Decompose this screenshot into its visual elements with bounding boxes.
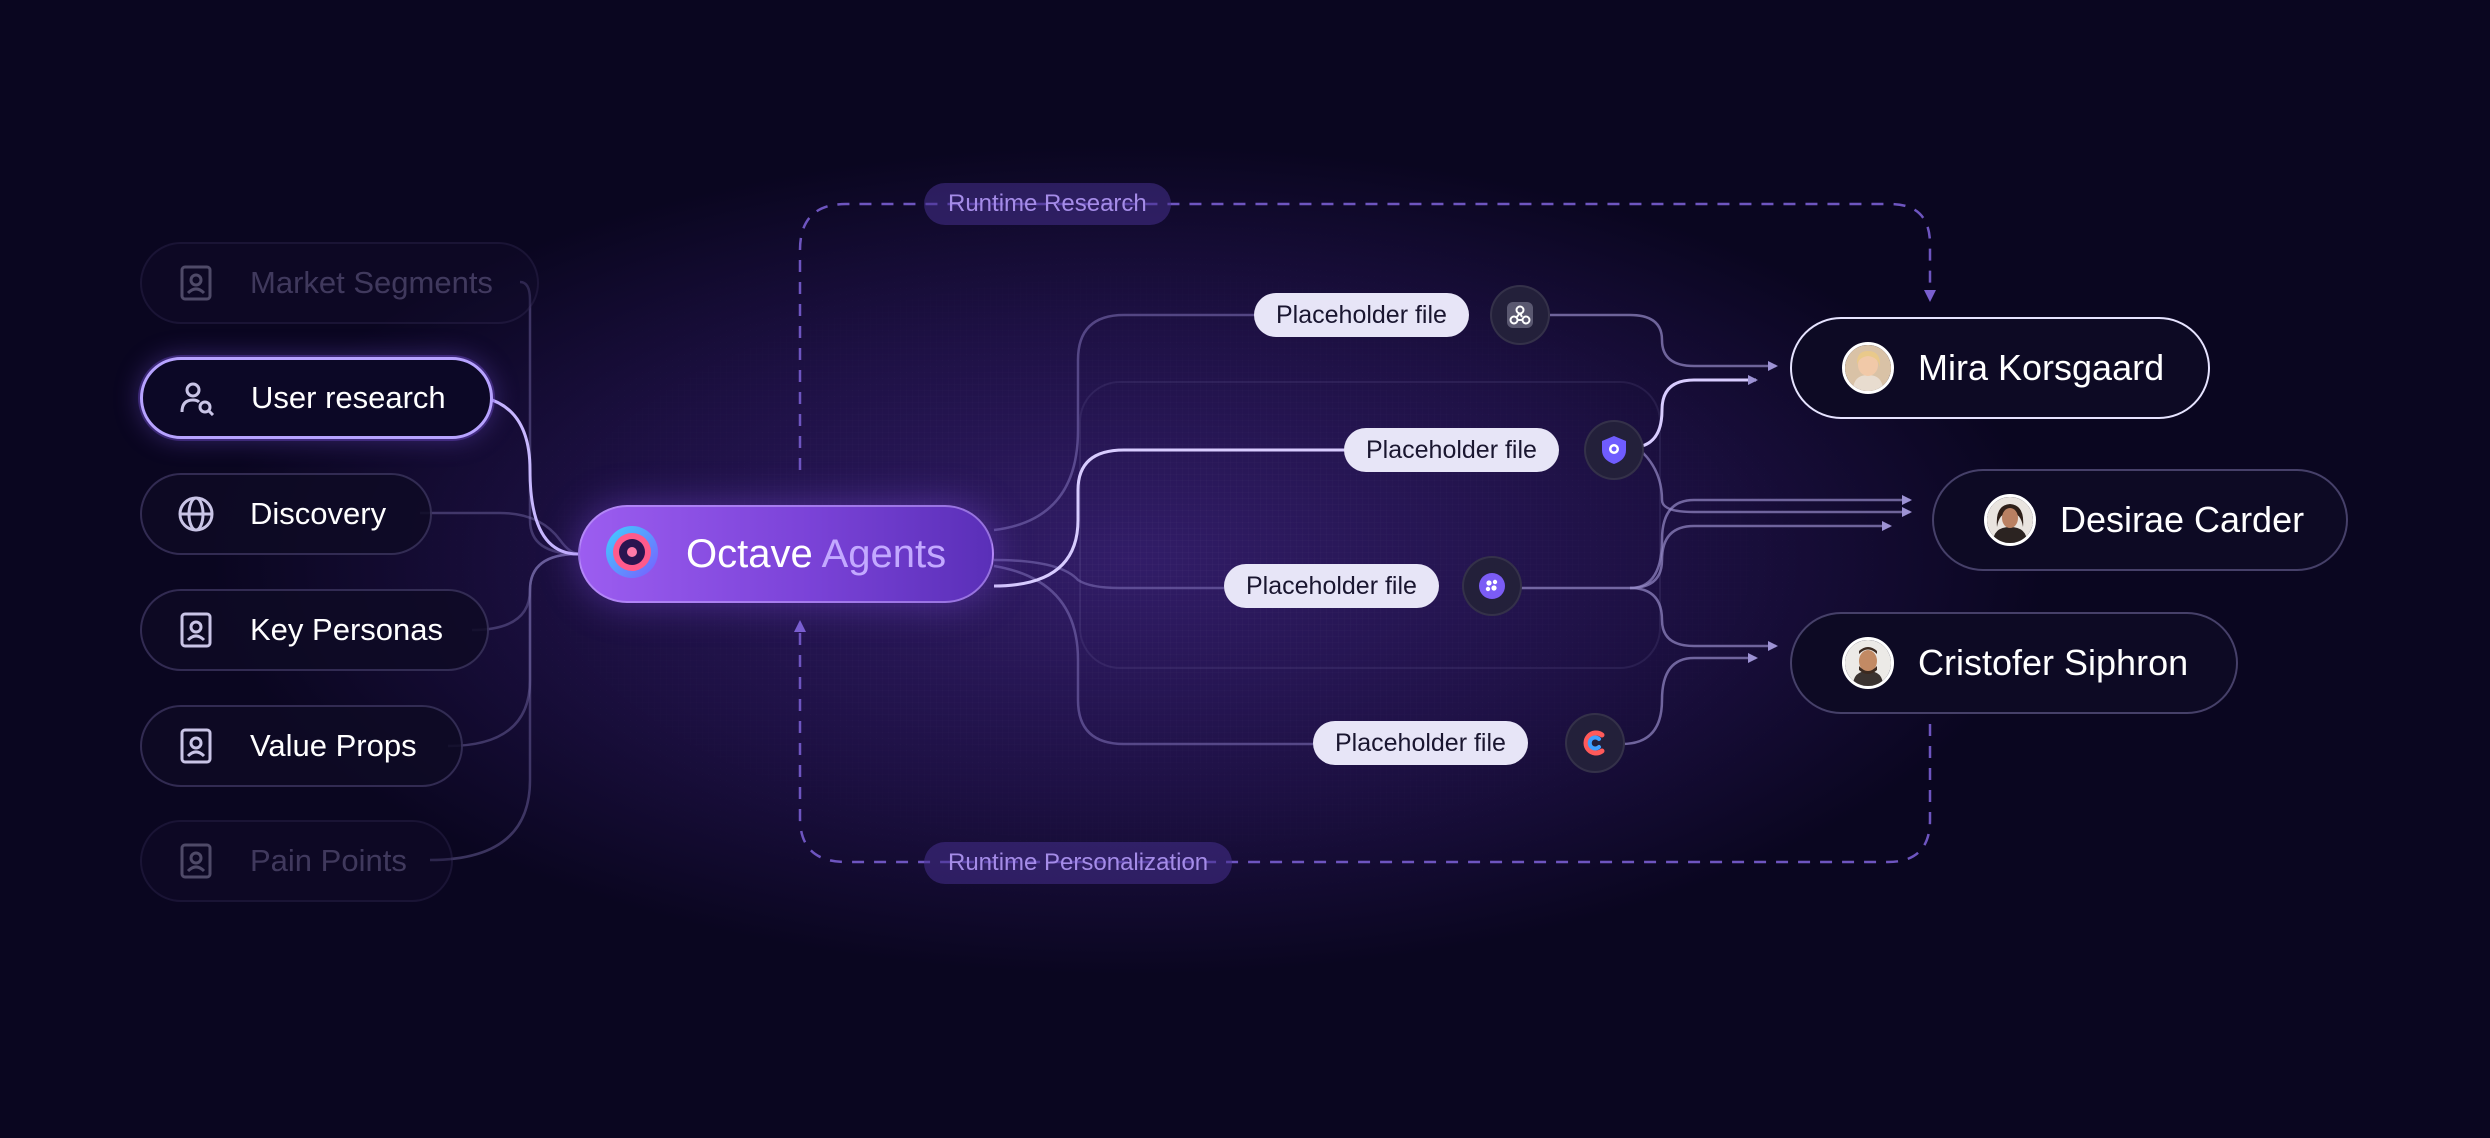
globe-icon [176, 494, 216, 534]
person-card[interactable]: Desirae Carder [1932, 469, 2348, 571]
wire-pain-points [429, 552, 579, 862]
runtime-research-loop [798, 202, 1936, 470]
person-name: Mira Korsgaard [1918, 347, 2165, 388]
wire-market-segments [519, 280, 579, 556]
person-card[interactable]: Mira Korsgaard [1790, 317, 2210, 419]
wire-file-2-mira [1641, 375, 1758, 448]
source-label: Discovery [250, 496, 387, 531]
source-market-segments[interactable]: Market Segments [140, 242, 539, 324]
file-tag-1[interactable]: Placeholder file [1254, 293, 1469, 337]
wire-user-research [485, 396, 579, 556]
contact-book-icon [176, 726, 216, 766]
source-user-research[interactable]: User research [140, 357, 493, 439]
wire-file-1-mira [1550, 313, 1778, 371]
source-pain-points[interactable]: Pain Points [140, 820, 453, 902]
wire-file-2-desirae [1639, 449, 1912, 517]
person-name: Cristofer Siphron [1918, 642, 2189, 683]
runtime-personalization-label: Runtime Personalization [924, 842, 1233, 884]
user-search-icon [177, 378, 217, 418]
person-card[interactable]: Cristofer Siphron [1790, 612, 2238, 714]
runtime-research-label: Runtime Research [924, 183, 1171, 225]
source-label: User research [251, 380, 446, 415]
contact-book-icon [176, 263, 216, 303]
octave-agents-hub[interactable]: Octave Agents [578, 505, 994, 603]
source-key-personas[interactable]: Key Personas [140, 589, 489, 671]
wire-hub-file-2 [993, 448, 1346, 588]
contact-book-icon [176, 841, 216, 881]
file-tag-2[interactable]: Placeholder file [1344, 428, 1559, 472]
wire-hub-file-1 [993, 313, 1256, 532]
c-logo-icon [1565, 713, 1625, 773]
wire-value-props [447, 552, 579, 748]
wire-file-3-cristofer [1629, 586, 1778, 651]
source-value-props[interactable]: Value Props [140, 705, 463, 787]
octave-logo-icon [604, 524, 660, 585]
source-label: Pain Points [250, 843, 407, 878]
contact-book-icon [176, 610, 216, 650]
hub-title-accent: Agents [821, 531, 947, 576]
avatar [1842, 342, 1894, 394]
wire-file-4-cristofer [1621, 653, 1758, 746]
shield-icon [1584, 420, 1644, 480]
file-tag-3[interactable]: Placeholder file [1224, 564, 1439, 608]
avatar [1984, 494, 2036, 546]
file-tag-4[interactable]: Placeholder file [1313, 721, 1528, 765]
person-name: Desirae Carder [2060, 499, 2305, 540]
source-label: Value Props [250, 728, 417, 763]
webhook-icon [1490, 285, 1550, 345]
source-label: Market Segments [250, 265, 493, 300]
inner-frame [1079, 381, 1661, 669]
runtime-personalization-loop [794, 620, 1932, 864]
wire-key-personas [471, 552, 579, 632]
wire-file-3-desirae-b [1629, 521, 1892, 590]
avatar [1842, 637, 1894, 689]
source-discovery[interactable]: Discovery [140, 473, 433, 555]
cluster-icon [1462, 556, 1522, 616]
hub-title: Octave Agents [686, 532, 946, 577]
hub-title-main: Octave [686, 531, 813, 576]
wire-hub-file-3 [993, 558, 1226, 590]
source-label: Key Personas [250, 612, 443, 647]
